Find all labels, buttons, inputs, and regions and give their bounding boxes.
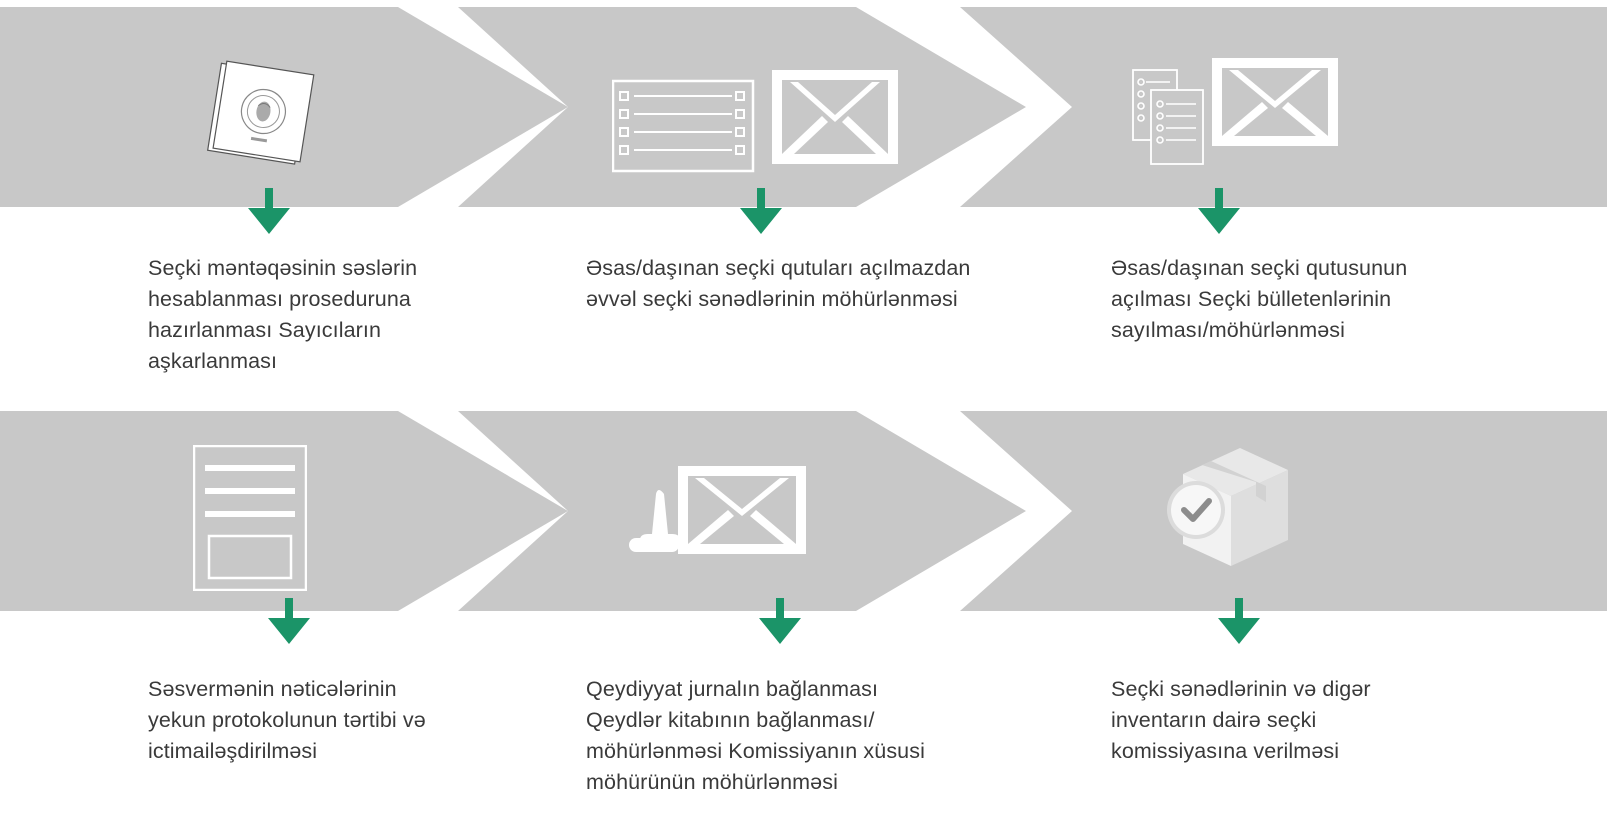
ballot-envelope-icon [611, 68, 902, 174]
step-4-description: Səsvermənin nəticələrinin yekun protokol… [148, 677, 426, 763]
step-5-description: Qeydiyyat jurnalın bağlanması Qeydlər ki… [586, 677, 925, 794]
sealed-document-icon [200, 58, 320, 170]
down-arrow-icon [248, 188, 290, 234]
step-2-description: Əsas/daşınan seçki qutuları açılmazdan ə… [586, 256, 971, 311]
down-arrow-icon [740, 188, 782, 234]
down-arrow-icon [268, 598, 310, 644]
ballots-envelope-icon [1130, 56, 1340, 166]
step-3-description: Əsas/daşınan seçki qutusunun açılması Se… [1111, 256, 1408, 342]
checked-box-icon [1158, 440, 1293, 572]
step-1-description: Seçki məntəqəsinin səslərin hesablanması… [148, 256, 418, 373]
stamp-envelope-icon [628, 464, 808, 556]
down-arrow-icon [1198, 188, 1240, 234]
protocol-form-icon [192, 444, 308, 592]
down-arrow-icon [1218, 598, 1260, 644]
step-6-description: Seçki sənədlərinin və digər inventarın d… [1111, 677, 1371, 763]
down-arrow-icon [759, 598, 801, 644]
